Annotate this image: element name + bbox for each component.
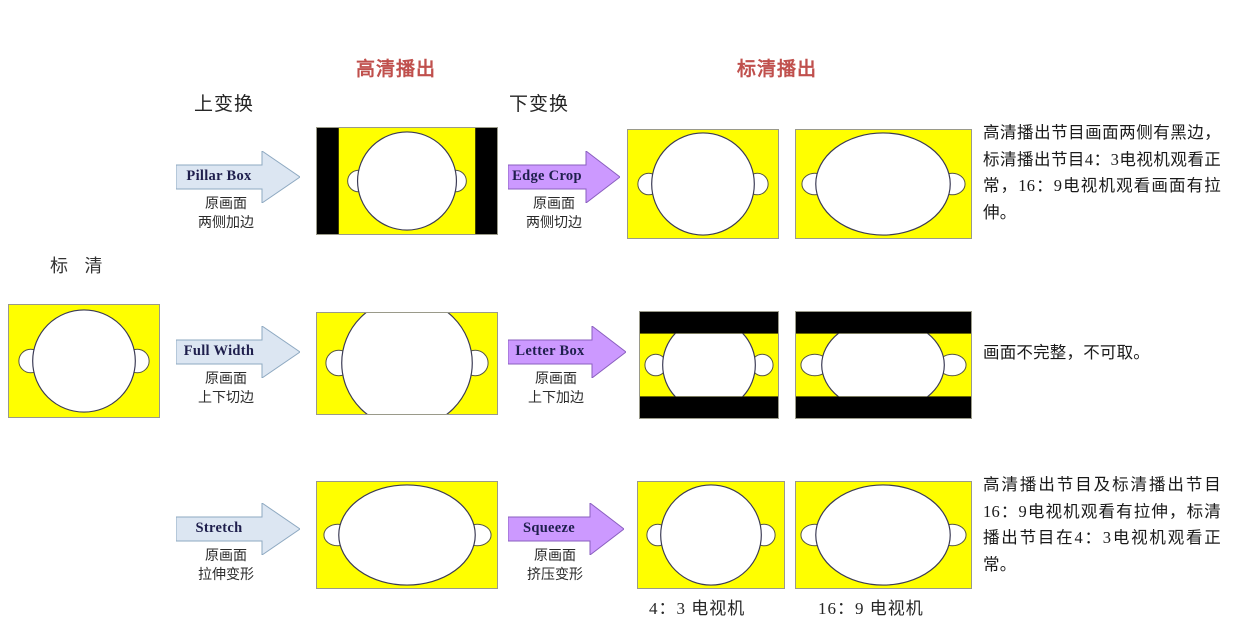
label-tv-43: 4：3 电视机 — [649, 599, 746, 618]
arrow-edge-crop-sub: 原画面 两侧切边 — [508, 196, 600, 234]
arrow-squeeze-sub: 原画面 挤压变形 — [508, 548, 602, 586]
arrow-squeeze-sub-line2: 挤压变形 — [527, 567, 583, 583]
label-source-sd: 标 清 — [50, 256, 109, 276]
arrow-full-width-sub-line1: 原画面 — [205, 372, 247, 387]
arrow-squeeze-sub-line1: 原画面 — [534, 549, 576, 564]
arrow-pillar-box-title: Pillar Box — [186, 168, 252, 184]
arrow-stretch-title: Stretch — [195, 520, 243, 536]
arrow-stretch-sub-line2: 拉伸变形 — [198, 567, 254, 583]
note-row3: 高清播出节目及标清播出节目16：9电视机观看有拉伸，标清播出节目在4：3电视机观… — [983, 475, 1221, 575]
hd-stretch-graphic — [317, 482, 497, 588]
arrow-full-width-title: Full Width — [183, 343, 255, 359]
arrow-letter-box-shape — [508, 326, 626, 378]
arrow-full-width-sub-line2: 上下切边 — [198, 390, 254, 406]
hd-pillarbox-graphic — [317, 128, 497, 234]
row1-tv43-graphic — [628, 130, 778, 238]
note-row1: 高清播出节目画面两侧有黑边，标清播出节目4：3电视机观看正常，16：9电视机观看… — [983, 123, 1221, 223]
row1-tv169-graphic — [796, 130, 971, 238]
arrow-stretch-sub-line1: 原画面 — [205, 549, 247, 564]
arrow-full-width[interactable]: Full Width — [176, 326, 300, 378]
screen-source-sd — [8, 304, 160, 418]
arrow-edge-crop-shape — [508, 151, 620, 203]
arrow-pillar-box[interactable]: Pillar Box — [176, 151, 300, 203]
header-sd-broadcast: 标清播出 — [737, 59, 818, 80]
source-sd-graphic — [9, 305, 159, 417]
arrow-letter-box-sub-line1: 原画面 — [535, 372, 577, 387]
arrow-letter-box-sub-line2: 上下加边 — [528, 390, 584, 406]
screen-hd-fullwidth — [316, 312, 498, 415]
row3-tv169-graphic — [796, 482, 971, 588]
arrow-pillar-box-sub: 原画面 两侧加边 — [176, 196, 276, 234]
arrow-squeeze-title: Squeeze — [522, 520, 576, 536]
arrow-letter-box-title: Letter Box — [515, 343, 585, 359]
arrow-squeeze-shape — [508, 503, 624, 555]
arrow-stretch[interactable]: Stretch — [176, 503, 300, 555]
arrow-letter-box[interactable]: Letter Box — [508, 326, 626, 378]
row2-tv43-graphic — [640, 312, 778, 418]
arrow-pillar-box-sub-line1: 原画面 — [205, 197, 247, 212]
arrow-letter-box-sub: 原画面 上下加边 — [508, 371, 604, 409]
arrow-edge-crop-sub-line1: 原画面 — [533, 197, 575, 212]
note-row2: 画面不完整，不可取。 — [983, 343, 1150, 362]
screen-hd-pillarbox — [316, 127, 498, 235]
screen-row3-tv43 — [637, 481, 785, 589]
arrow-edge-crop-title: Edge Crop — [512, 168, 582, 184]
row3-tv43-graphic — [638, 482, 784, 588]
screen-row1-tv169 — [795, 129, 972, 239]
arrow-edge-crop[interactable]: Edge Crop — [508, 151, 620, 203]
arrow-squeeze[interactable]: Squeeze — [508, 503, 624, 555]
header-hd-broadcast: 高清播出 — [356, 59, 437, 80]
screen-row2-tv43 — [639, 311, 779, 419]
arrow-full-width-shape — [176, 326, 300, 378]
arrow-pillar-box-sub-line2: 两侧加边 — [198, 215, 254, 231]
arrow-pillar-box-shape — [176, 151, 300, 203]
row2-tv169-graphic — [796, 312, 971, 418]
arrow-edge-crop-sub-line2: 两侧切边 — [526, 215, 582, 231]
screen-row2-tv169 — [795, 311, 972, 419]
arrow-full-width-sub: 原画面 上下切边 — [176, 371, 276, 409]
hd-fullwidth-graphic — [317, 313, 497, 414]
screen-hd-stretch — [316, 481, 498, 589]
label-down-convert: 下变换 — [509, 94, 570, 115]
label-tv-169: 16：9 电视机 — [818, 599, 924, 618]
screen-row3-tv169 — [795, 481, 972, 589]
label-up-convert: 上变换 — [194, 94, 255, 115]
arrow-stretch-sub: 原画面 拉伸变形 — [176, 548, 276, 586]
screen-row1-tv43 — [627, 129, 779, 239]
arrow-stretch-shape — [176, 503, 300, 555]
